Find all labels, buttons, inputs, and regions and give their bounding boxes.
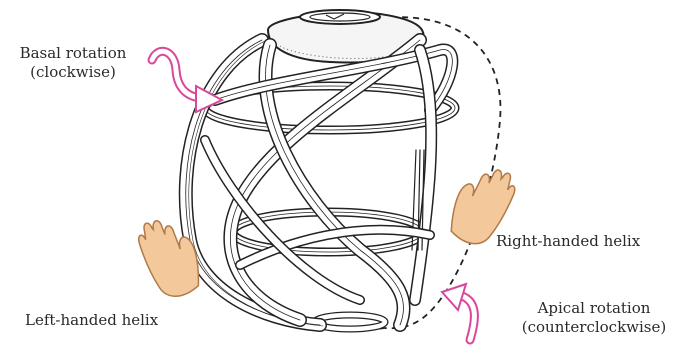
- apical-rotation-line2: (counterclockwise): [514, 318, 674, 337]
- left-handed-helix-label: Left-handed helix: [25, 311, 158, 330]
- right-handed-helix-label: Right-handed helix: [496, 232, 640, 251]
- basal-rotation-line1: Basal rotation: [13, 44, 133, 63]
- apical-rotation-label: Apical rotation (counterclockwise): [514, 299, 674, 337]
- basal-rotation-label: Basal rotation (clockwise): [13, 44, 133, 82]
- basal-rotation-line2: (clockwise): [13, 63, 133, 82]
- counterclockwise-arrow-icon: [442, 284, 474, 340]
- apical-rotation-line1: Apical rotation: [514, 299, 674, 318]
